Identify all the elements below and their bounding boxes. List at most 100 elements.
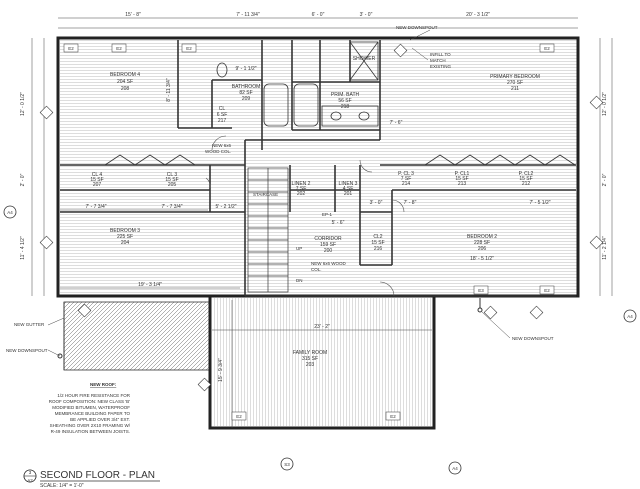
svg-text:NEW DOWNSPOUT: NEW DOWNSPOUT bbox=[512, 336, 554, 341]
svg-text:3' - 0": 3' - 0" bbox=[360, 12, 373, 18]
svg-text:15 SF: 15 SF bbox=[455, 176, 468, 182]
svg-text:217: 217 bbox=[218, 118, 227, 124]
svg-text:18' - 5 1/2": 18' - 5 1/2" bbox=[470, 256, 494, 262]
room-pcl3: P. CL 3 bbox=[398, 171, 414, 177]
svg-text:7' - 5 1/2": 7' - 5 1/2" bbox=[529, 200, 550, 206]
window-tag-labels: E2 E2 E2 E2 E3 E2 E2 E2 bbox=[68, 46, 550, 419]
svg-text:19' - 3 1/4": 19' - 3 1/4" bbox=[138, 282, 162, 288]
svg-text:201: 201 bbox=[344, 191, 353, 197]
leader-lines bbox=[47, 29, 511, 357]
roof-note: NEW ROOF: 1/2 HOUR FIRE RESISTANCE FOR R… bbox=[49, 382, 131, 434]
window-tags bbox=[63, 43, 555, 421]
svg-text:200: 200 bbox=[324, 248, 333, 254]
svg-text:270 SF: 270 SF bbox=[507, 80, 523, 86]
svg-text:82 SF: 82 SF bbox=[239, 90, 252, 96]
svg-text:E2: E2 bbox=[236, 414, 242, 419]
svg-text:15' - 9 3/4": 15' - 9 3/4" bbox=[218, 358, 224, 382]
room-cl: CL bbox=[219, 106, 226, 112]
svg-text:EXISTING: EXISTING bbox=[430, 64, 452, 69]
svg-text:11' - 4 1/2": 11' - 4 1/2" bbox=[20, 236, 26, 260]
svg-text:NEW GUTTER: NEW GUTTER bbox=[14, 322, 45, 327]
svg-text:23' - 2": 23' - 2" bbox=[314, 324, 330, 330]
svg-text:5' - 2 1/2": 5' - 2 1/2" bbox=[215, 204, 236, 210]
detail-sheet: A2 bbox=[27, 478, 33, 483]
svg-text:206: 206 bbox=[478, 246, 487, 252]
detail-number: 3 bbox=[29, 470, 32, 475]
svg-text:4 SF: 4 SF bbox=[343, 186, 354, 192]
svg-text:8' - 11 3/4": 8' - 11 3/4" bbox=[166, 78, 172, 102]
svg-text:20' - 3 1/2": 20' - 3 1/2" bbox=[466, 12, 490, 18]
svg-text:2' - 0": 2' - 0" bbox=[602, 173, 608, 186]
svg-text:15 SF: 15 SF bbox=[371, 240, 384, 246]
svg-text:NEW ROOF:: NEW ROOF: bbox=[90, 382, 117, 387]
svg-text:INFILL TO: INFILL TO bbox=[430, 52, 451, 57]
svg-text:NEW 6x6 WOOD: NEW 6x6 WOOD bbox=[311, 261, 347, 266]
svg-text:E2: E2 bbox=[116, 46, 122, 51]
door-swings bbox=[205, 135, 405, 297]
svg-text:NEW 6x6: NEW 6x6 bbox=[212, 143, 232, 148]
svg-text:MODIFIED BITUMEN, WATERPROOF: MODIFIED BITUMEN, WATERPROOF bbox=[52, 405, 130, 410]
svg-text:MATCH: MATCH bbox=[430, 58, 446, 63]
svg-text:7 SF: 7 SF bbox=[296, 186, 307, 192]
svg-text:E2: E2 bbox=[390, 414, 396, 419]
svg-text:7' - 11 3/4": 7' - 11 3/4" bbox=[236, 12, 260, 18]
room-bedroom-3: BEDROOM 3 bbox=[110, 228, 140, 234]
svg-text:15 SF: 15 SF bbox=[165, 177, 178, 183]
annotation-labels: NEW DOWNSPOUT INFILL TO MATCH EXISTING N… bbox=[6, 25, 554, 353]
svg-text:7 SF: 7 SF bbox=[401, 176, 412, 182]
svg-text:6' - 0": 6' - 0" bbox=[312, 12, 325, 18]
svg-text:1/2 HOUR FIRE RESISTANCE FOR: 1/2 HOUR FIRE RESISTANCE FOR bbox=[57, 393, 130, 398]
staircase bbox=[247, 167, 289, 293]
svg-text:6 SF: 6 SF bbox=[217, 112, 228, 118]
svg-text:2' - 0": 2' - 0" bbox=[20, 173, 26, 186]
room-cl2: CL2 bbox=[373, 234, 382, 240]
bath-fixtures bbox=[216, 41, 379, 127]
svg-text:159 SF: 159 SF bbox=[320, 242, 336, 248]
svg-text:218: 218 bbox=[341, 104, 350, 110]
room-bedroom-2: BEDROOM 2 bbox=[467, 234, 497, 240]
svg-text:DN: DN bbox=[296, 278, 303, 283]
svg-text:204: 204 bbox=[121, 240, 130, 246]
svg-text:9' - 1 1/2": 9' - 1 1/2" bbox=[235, 66, 256, 72]
svg-text:NEW DOWNSPOUT: NEW DOWNSPOUT bbox=[6, 348, 48, 353]
svg-text:E2: E2 bbox=[544, 288, 550, 293]
svg-text:214: 214 bbox=[402, 181, 411, 187]
drawing-scale: SCALE: 1/4" = 1'-0" bbox=[40, 483, 84, 489]
svg-text:5' - 6": 5' - 6" bbox=[332, 220, 345, 226]
svg-text:216: 216 bbox=[374, 246, 383, 252]
room-shower: SHOWER bbox=[353, 56, 376, 62]
svg-text:E2: E2 bbox=[544, 46, 550, 51]
svg-text:E3: E3 bbox=[478, 288, 484, 293]
room-family-room: FAMILY ROOM bbox=[293, 350, 327, 356]
svg-text:STAIRCASE: STAIRCASE bbox=[253, 192, 278, 197]
gutters bbox=[57, 298, 483, 370]
dimension-lines bbox=[31, 17, 613, 428]
svg-text:BE APPLIED OVER 3/4" EXT.: BE APPLIED OVER 3/4" EXT. bbox=[70, 417, 130, 422]
svg-text:7' - 6": 7' - 6" bbox=[390, 120, 403, 126]
svg-text:12' - 0 1/2": 12' - 0 1/2" bbox=[602, 92, 608, 116]
room-cl4: CL 4 bbox=[92, 172, 103, 178]
room-linen2: LINEN 2 bbox=[292, 181, 311, 187]
svg-text:NEW DOWNSPOUT: NEW DOWNSPOUT bbox=[396, 25, 438, 30]
room-labels: BEDROOM 4 204 SF 208 BATHROOM 82 SF 209 … bbox=[90, 56, 540, 368]
section-mark-right: A4 bbox=[627, 314, 633, 319]
svg-text:7' - 7 3/4": 7' - 7 3/4" bbox=[85, 204, 106, 210]
svg-text:225 SF: 225 SF bbox=[117, 234, 133, 240]
room-cl3: CL 3 bbox=[167, 172, 178, 178]
room-prim-bath: PRIM. BATH bbox=[331, 92, 360, 98]
room-bathroom: BATHROOM bbox=[232, 84, 261, 90]
svg-text:ROOF COMPOSITION: NEW CLASS 'B: ROOF COMPOSITION: NEW CLASS 'B' bbox=[49, 399, 130, 404]
svg-text:11' - 2 1/4": 11' - 2 1/4" bbox=[602, 236, 608, 260]
section-mark-s3: S3 bbox=[284, 462, 290, 467]
room-primary-bedroom: PRIMARY BEDROOM bbox=[490, 74, 540, 80]
interior-walls bbox=[60, 40, 576, 297]
room-linen3: LINEN 3 bbox=[339, 181, 358, 187]
svg-text:15 SF: 15 SF bbox=[519, 176, 532, 182]
svg-text:3' - 0": 3' - 0" bbox=[370, 200, 383, 206]
svg-text:SHEATHING OVER 2X10 FRAMING W/: SHEATHING OVER 2X10 FRAMING W/ bbox=[50, 423, 131, 428]
svg-text:E2: E2 bbox=[68, 46, 74, 51]
bifold-doors bbox=[104, 154, 576, 166]
svg-text:7' - 8": 7' - 8" bbox=[404, 200, 417, 206]
section-mark-a4-left: A4 bbox=[7, 210, 13, 215]
